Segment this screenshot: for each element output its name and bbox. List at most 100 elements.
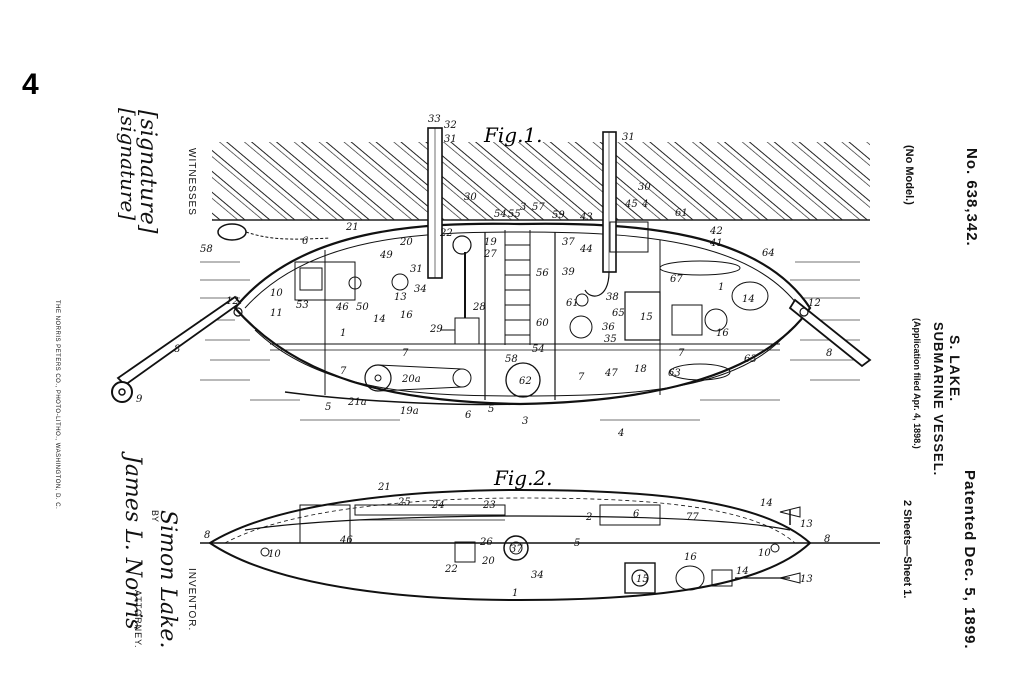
ref-numeral: 41 xyxy=(709,238,723,249)
ref-numeral: 61 xyxy=(675,208,688,219)
ref-numeral: 21 xyxy=(377,482,391,493)
ref-numeral: 1 xyxy=(718,282,724,293)
fig1-hull xyxy=(233,127,812,406)
ref-numeral: 1 xyxy=(512,588,518,599)
ref-numeral: 3 xyxy=(520,202,526,213)
ref-numeral: 62 xyxy=(519,376,532,387)
ref-numeral: 21 xyxy=(345,222,359,233)
ref-numeral: 3 xyxy=(522,416,528,427)
ref-numeral: 10 xyxy=(270,288,283,299)
application-date: (Application filed Apr. 4, 1898.) xyxy=(912,318,922,449)
earth-hatching xyxy=(212,142,870,221)
ref-numeral: 5 xyxy=(325,402,331,413)
ref-numeral: 36 xyxy=(602,322,615,333)
ref-numeral: 26 xyxy=(479,537,493,548)
ref-numeral: 58 xyxy=(505,354,518,365)
ref-numeral: 5 xyxy=(488,404,494,415)
ref-numeral: 1 xyxy=(340,328,346,339)
ref-numeral: 30 xyxy=(464,192,477,203)
attorney-label: ATTORNEY. xyxy=(133,590,143,649)
ref-numeral: 25 xyxy=(397,497,411,508)
ref-numeral: 16 xyxy=(400,310,413,321)
fig1-stern-arm xyxy=(788,298,872,368)
ref-numeral: 13 xyxy=(800,574,813,585)
ref-numeral: 61 xyxy=(566,298,579,309)
ref-numeral: 29 xyxy=(429,324,443,335)
ref-numeral: 53 xyxy=(296,300,309,311)
ref-numeral: 4 xyxy=(617,428,624,439)
ref-numeral: 10 xyxy=(758,548,771,559)
ref-numeral: 19 xyxy=(484,237,497,248)
ref-numeral: 54 xyxy=(532,344,545,355)
ref-numeral: 6 xyxy=(465,410,472,421)
ref-numeral: 12 xyxy=(808,298,821,309)
patent-number: No. 638,342. xyxy=(963,148,980,247)
fig2-reference-numerals: 21 25 24 23 2 6 77 14 13 8 46 10 26 37 5… xyxy=(204,482,830,599)
inventor-label: INVENTOR. xyxy=(186,568,197,632)
ref-numeral: 56 xyxy=(536,268,549,279)
ref-numeral: 9 xyxy=(136,394,143,405)
ref-numeral: 43 xyxy=(579,212,593,223)
ref-numeral: 15 xyxy=(640,312,653,323)
ref-numeral: 28 xyxy=(472,302,486,313)
water-lines xyxy=(200,261,860,421)
ref-numeral: 59 xyxy=(552,210,565,221)
ref-numeral: 15 xyxy=(636,574,649,585)
ref-numeral: 34 xyxy=(414,284,427,295)
no-model-note: (No Model.) xyxy=(903,145,915,205)
ref-numeral: 8 xyxy=(204,530,210,541)
fig2-label: Fig.2. xyxy=(493,466,553,490)
ref-numeral: 7 xyxy=(578,372,585,383)
inventor-signature: Simon Lake. xyxy=(155,510,180,649)
ref-numeral: 42 xyxy=(709,226,723,237)
ref-numeral: 65 xyxy=(612,308,625,319)
ref-numeral: 47 xyxy=(604,368,618,379)
ref-numeral: 19a xyxy=(400,406,419,417)
ref-numeral: 14 xyxy=(736,566,749,577)
ref-numeral: 8 xyxy=(824,534,830,545)
fig1-label: Fig.1. xyxy=(483,123,543,147)
ref-numeral: 20a xyxy=(401,374,421,385)
fig1-reference-numerals: 33 32 31 31 30 30 54 3 57 55 59 43 45 4 … xyxy=(136,114,832,439)
ref-numeral: 22 xyxy=(444,564,458,575)
ref-numeral: 34 xyxy=(531,570,544,581)
ref-numeral: 30 xyxy=(638,182,651,193)
ref-numeral: 58 xyxy=(200,244,213,255)
ref-numeral: 20 xyxy=(481,556,495,567)
ref-numeral: 37 xyxy=(510,544,523,555)
ref-numeral: 60 xyxy=(536,318,549,329)
ref-numeral: 49 xyxy=(379,250,393,261)
ref-numeral: 44 xyxy=(579,244,593,255)
witness-signature: [signature] xyxy=(116,108,140,221)
ref-numeral: 8 xyxy=(826,348,832,359)
patented-date: Patented Dec. 5, 1899. xyxy=(961,470,978,650)
witnesses-label: WITNESSES xyxy=(186,148,197,216)
fig2-hull xyxy=(200,488,880,602)
ref-numeral: 35 xyxy=(604,334,617,345)
ref-numeral: 14 xyxy=(373,314,386,325)
ref-numeral: 4 xyxy=(641,199,648,210)
ref-numeral: 21a xyxy=(347,397,367,408)
ref-numeral: 6 xyxy=(302,236,309,247)
ref-numeral: 31 xyxy=(622,132,635,143)
ref-numeral: 7 xyxy=(340,366,347,377)
ref-numeral: 45 xyxy=(624,199,638,210)
ref-numeral: 57 xyxy=(532,202,545,213)
ref-numeral: 63 xyxy=(744,354,757,365)
ref-numeral: 20 xyxy=(399,237,413,248)
ref-numeral: 5 xyxy=(574,538,580,549)
ref-numeral: 22 xyxy=(439,228,453,239)
ref-numeral: 12 xyxy=(226,296,239,307)
ref-numeral: 6 xyxy=(633,509,640,520)
ref-numeral: 31 xyxy=(410,264,423,275)
ref-numeral: 8 xyxy=(174,344,180,355)
ref-numeral: 50 xyxy=(356,302,369,313)
inventor-header: S. LAKE. xyxy=(947,335,963,403)
ref-numeral: 54 xyxy=(494,209,507,220)
ref-numeral: 7 xyxy=(402,348,409,359)
fig1-bow-arm xyxy=(111,223,331,403)
ref-numeral: 11 xyxy=(270,308,283,319)
ref-numeral: 27 xyxy=(483,249,497,260)
ref-numeral: 7 xyxy=(678,348,685,359)
